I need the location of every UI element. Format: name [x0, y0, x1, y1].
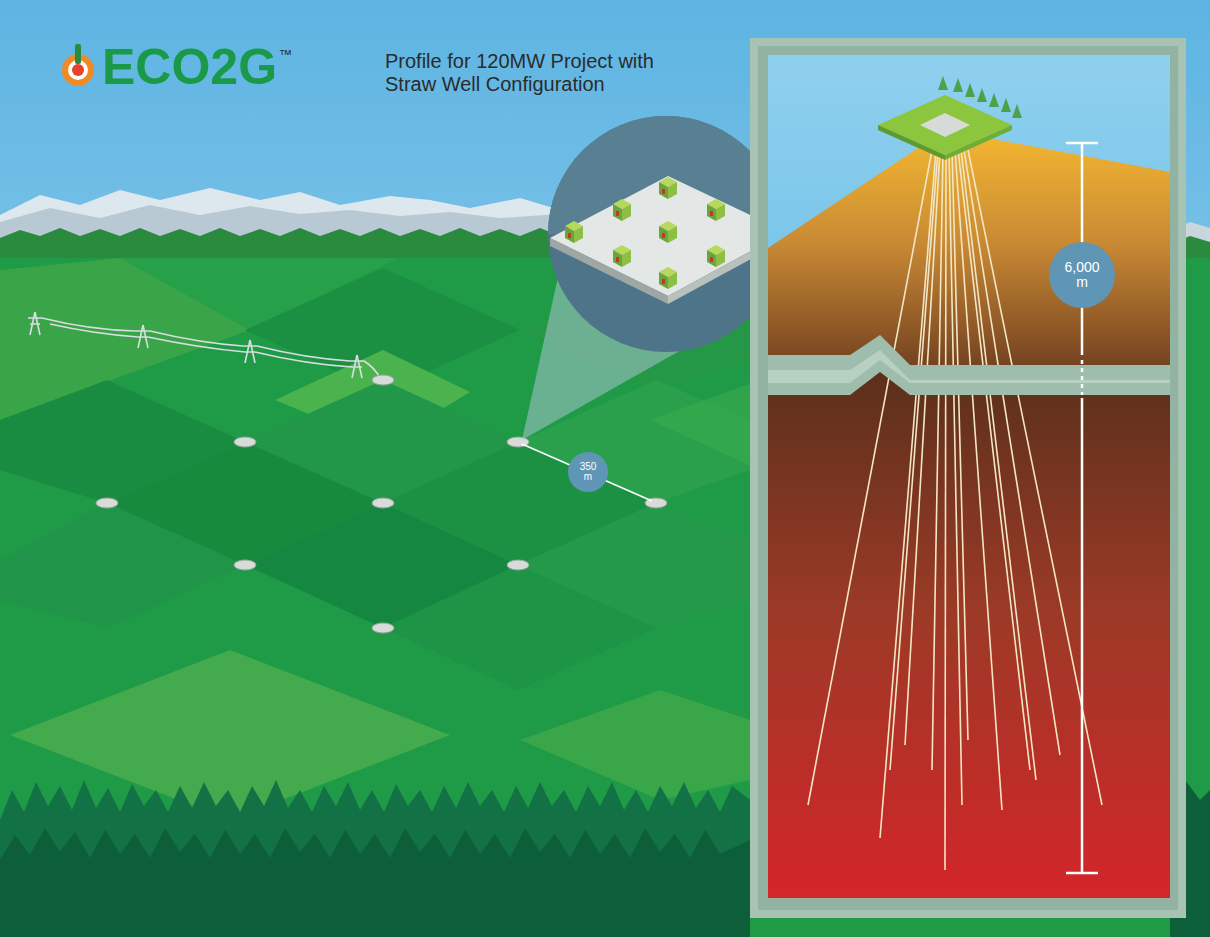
depth-dimension-circle: 6,000 m — [1049, 242, 1115, 308]
spacing-dimension-circle: 350 m — [568, 452, 608, 492]
logo-wordmark: ECO2G — [102, 40, 277, 95]
dimension-value: 350 m — [576, 462, 600, 483]
title-text: Profile for 120MW Project with Straw Wel… — [385, 50, 695, 96]
dimension-value: 6,000 m — [1061, 260, 1103, 289]
trademark-mark: ™ — [279, 48, 292, 62]
